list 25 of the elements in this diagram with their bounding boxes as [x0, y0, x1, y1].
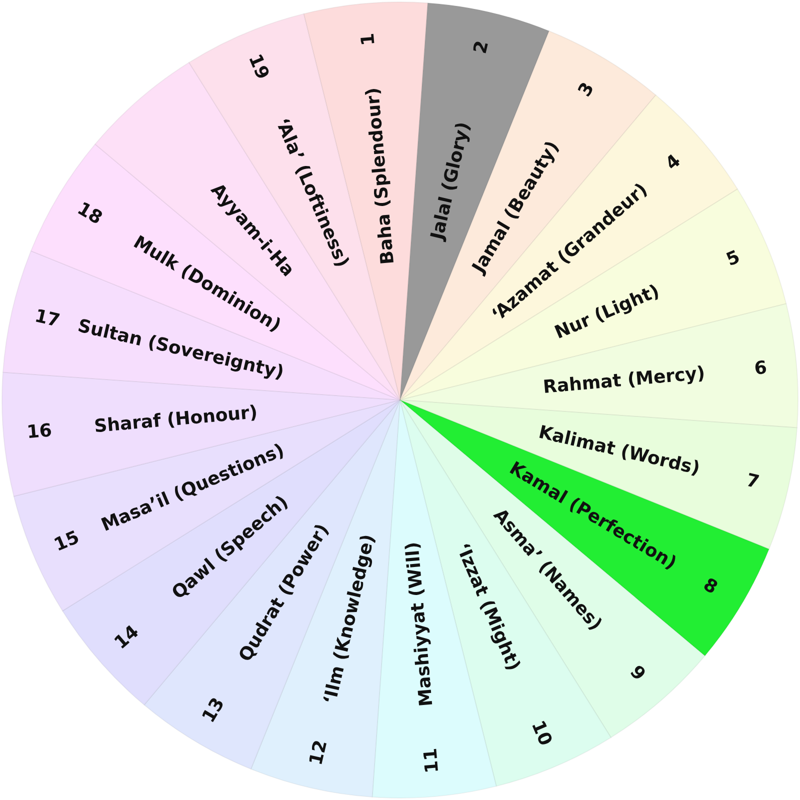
segment-label: Jalal (Glory)	[426, 120, 474, 242]
month-number: 16	[26, 420, 53, 444]
month-number: 9	[625, 662, 650, 685]
month-number: 1	[357, 32, 380, 47]
month-number: 10	[526, 718, 556, 749]
month-number: 4	[662, 150, 685, 175]
month-number: 8	[700, 574, 722, 599]
month-number: 13	[198, 694, 230, 726]
month-number: 6	[753, 357, 768, 380]
segment-label: Baha (Splendour)	[362, 86, 399, 266]
month-number: 17	[32, 306, 62, 332]
month-number: 19	[244, 51, 274, 82]
month-number: 5	[723, 246, 744, 271]
segment-label: Rahmat (Mercy)	[542, 362, 706, 398]
month-number: 2	[470, 38, 494, 56]
segment-label: Mashiyyat (Will)	[402, 540, 438, 708]
month-number: 11	[420, 747, 444, 774]
segment-label: Sharaf (Honour)	[93, 402, 258, 438]
month-number: 3	[574, 78, 599, 100]
month-number: 7	[744, 470, 762, 494]
month-number: 12	[306, 738, 332, 768]
month-number: 18	[74, 198, 106, 230]
month-number: 14	[110, 621, 144, 654]
wheel-segment	[400, 94, 738, 400]
month-number: 15	[51, 526, 82, 556]
